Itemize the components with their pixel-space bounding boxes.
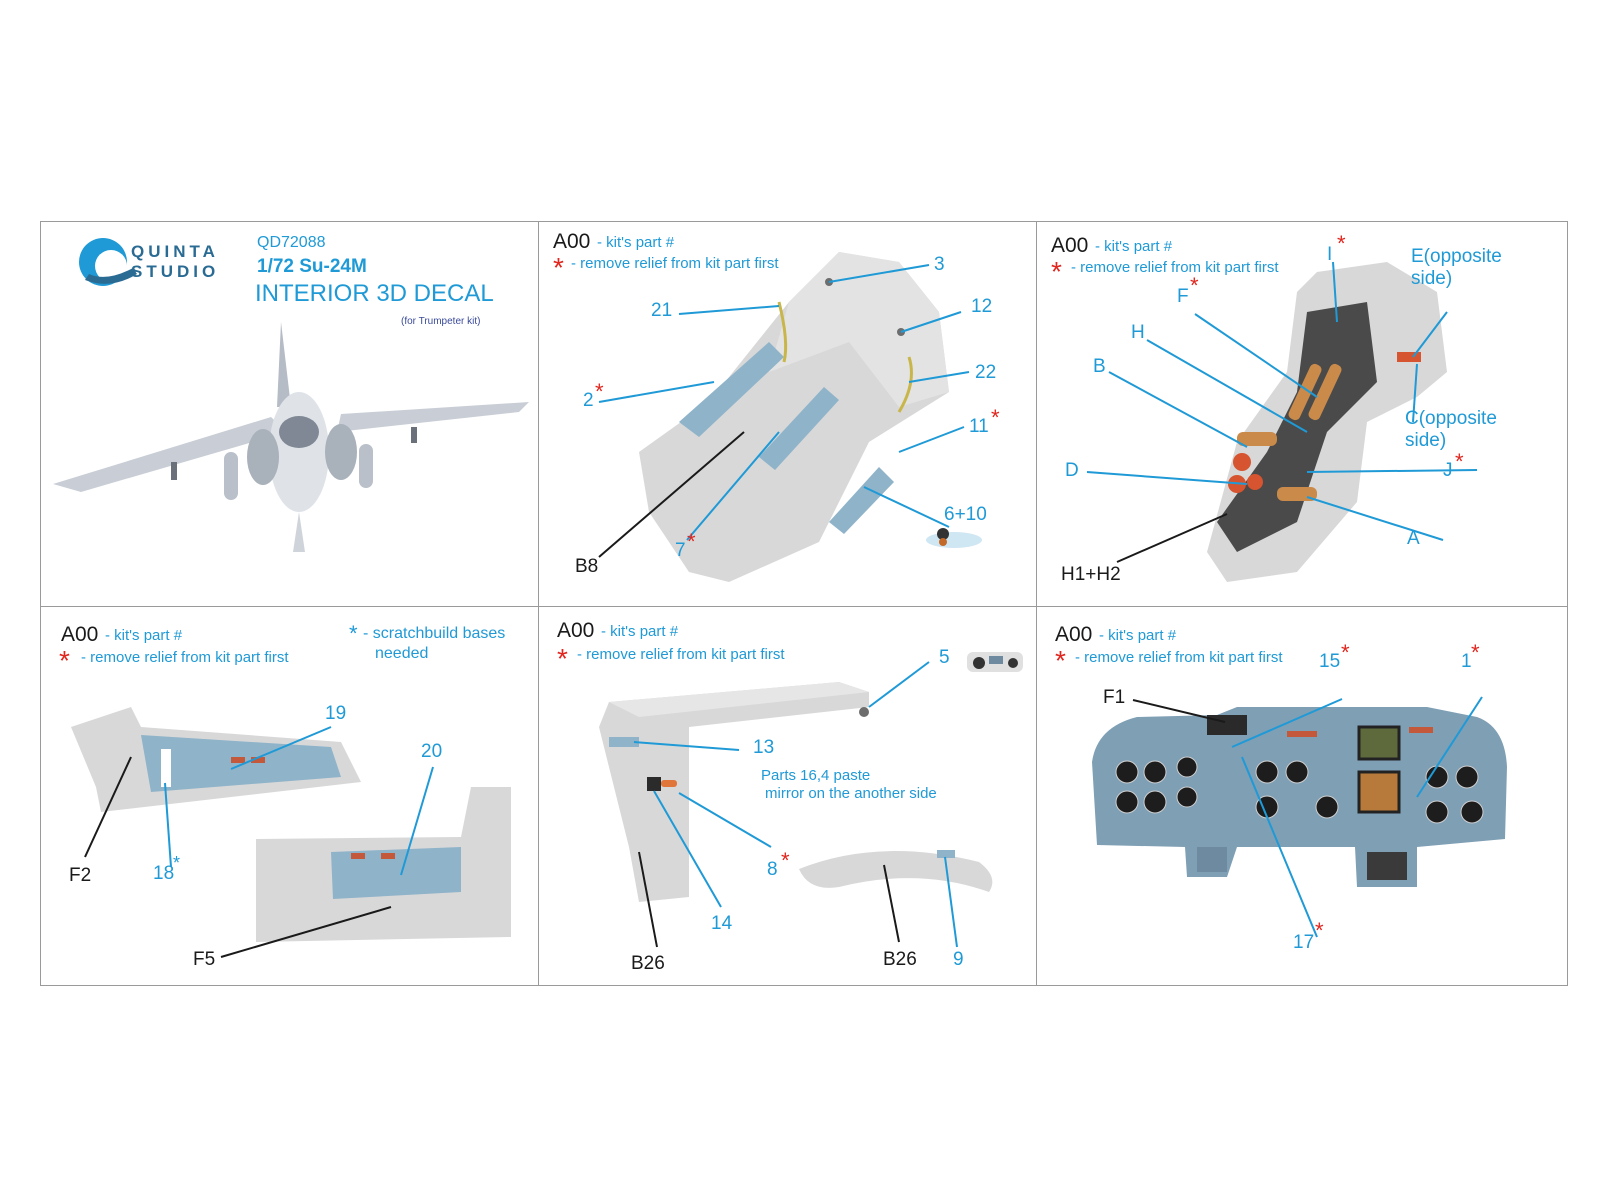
part-label-a: A: [1407, 528, 1420, 549]
legend-code: A00: [61, 623, 99, 646]
part-label-14: 14: [711, 913, 733, 934]
part-label-18: 18: [153, 863, 175, 884]
su24-aircraft-image: [53, 322, 529, 552]
part-11-star: *: [991, 405, 1000, 430]
legend-scratch-star: *: [349, 621, 358, 646]
part-label-1: 1: [1461, 651, 1472, 672]
legend-code: A00: [553, 230, 591, 253]
part-label-17: 17: [1293, 932, 1315, 953]
part-2-star: *: [595, 379, 604, 404]
part-label-c-line2: side): [1405, 430, 1447, 451]
cockpit-tub-art: [598, 252, 982, 582]
quinta-logo-icon: [79, 238, 137, 286]
product-scale-model: 1/72 Su-24M: [257, 256, 367, 277]
legend-code-desc: - kit's part #: [105, 627, 183, 644]
part-label-h: H: [1131, 322, 1145, 343]
side-consoles-art: [71, 707, 511, 958]
logo-and-aircraft-art: [53, 238, 529, 552]
part-label-9: 9: [953, 949, 964, 970]
part-label-6-10: 6+10: [944, 504, 987, 525]
part-label-2: 2: [583, 390, 594, 411]
brand-line2: STUDIO: [131, 262, 220, 281]
legend-code: A00: [1051, 234, 1089, 257]
ejection-seat-panel: A00 - kit's part # * - remove relief fro…: [1037, 222, 1569, 606]
side-consoles-panel: A00 - kit's part # * - remove relief fro…: [41, 607, 538, 987]
legend-star-desc: - remove relief from kit part first: [1071, 259, 1279, 276]
product-code: QD72088: [257, 234, 326, 251]
legend-star: *: [59, 645, 70, 676]
legend-code-desc: - kit's part #: [601, 623, 679, 640]
canopy-detail-thumbnail-icon: [967, 652, 1023, 672]
part-label-3: 3: [934, 254, 945, 275]
part-label-d: D: [1065, 460, 1079, 481]
part-label-c: C(opposite: [1405, 408, 1497, 429]
part-label-f: F: [1177, 286, 1189, 307]
part-label-11: 11: [969, 416, 989, 437]
part-1-star: *: [1471, 640, 1480, 665]
part-label-5: 5: [939, 647, 950, 668]
part-label-j: J: [1443, 460, 1453, 481]
legend-scratch-desc-line2: needed: [375, 645, 429, 662]
legend-star-desc: - remove relief from kit part first: [577, 646, 785, 663]
product-note: (for Trumpeter kit): [401, 316, 481, 327]
part-label-21: 21: [651, 300, 673, 321]
part-label-20: 20: [421, 741, 443, 762]
part-label-i: I: [1327, 244, 1333, 265]
legend-code-desc: - kit's part #: [1099, 627, 1177, 644]
kit-part-b26-frame: B26: [631, 953, 665, 974]
part-label-12: 12: [971, 296, 993, 317]
instruction-sheet: QUINTA STUDIO QD72088 1/72 Su-24M INTERI…: [40, 221, 1568, 986]
brand-line1: QUINTA: [131, 242, 219, 261]
part-18-scratch-star: *: [173, 853, 181, 873]
kit-part-f1: F1: [1103, 687, 1126, 708]
part-label-b: B: [1093, 356, 1106, 377]
part-label-7: 7: [675, 540, 686, 561]
product-title: INTERIOR 3D DECAL: [255, 280, 494, 307]
kit-part-b26-canopy: B26: [883, 949, 917, 970]
part-label-19: 19: [325, 703, 347, 724]
legend-scratch-desc-line1: - scratchbuild bases: [363, 625, 506, 642]
part-label-13: 13: [753, 737, 775, 758]
part-label-22: 22: [975, 362, 997, 383]
canopy-panel: A00 - kit's part # * - remove relief fro…: [539, 607, 1036, 987]
part-i-star: *: [1337, 231, 1346, 256]
part-label-e-line2: side): [1411, 268, 1453, 289]
legend-code: A00: [1055, 623, 1093, 646]
legend-code: A00: [557, 619, 595, 642]
kit-part-f5: F5: [193, 949, 216, 970]
part-label-8: 8: [767, 859, 778, 880]
kit-part-f2: F2: [69, 865, 92, 886]
gauge-thumbnail-icon: [926, 528, 982, 548]
part-7-star: *: [687, 529, 696, 554]
canopy-art: [599, 652, 1023, 948]
kit-part-h1h2: H1+H2: [1061, 564, 1121, 585]
legend-star: *: [553, 252, 564, 283]
canopy-note-line1: Parts 16,4 paste: [761, 767, 871, 784]
cockpit-tub-panel: A00 - kit's part # * - remove relief fro…: [539, 222, 1036, 606]
legend-star: *: [1051, 256, 1062, 287]
dashboard-panel: A00 - kit's part # * - remove relief fro…: [1037, 607, 1569, 987]
legend-code-desc: - kit's part #: [597, 234, 675, 251]
legend-star-desc: - remove relief from kit part first: [571, 255, 779, 272]
part-17-star: *: [1315, 918, 1324, 943]
part-label-e: E(opposite: [1411, 246, 1502, 267]
dashboard-art: [1092, 696, 1507, 938]
legend-star-desc: - remove relief from kit part first: [81, 649, 289, 666]
kit-part-b8: B8: [575, 556, 599, 577]
part-15-star: *: [1341, 640, 1350, 665]
legend-star: *: [1055, 645, 1066, 676]
part-f-star: *: [1190, 273, 1199, 298]
part-8-star: *: [781, 848, 790, 873]
title-panel: QUINTA STUDIO QD72088 1/72 Su-24M INTERI…: [41, 222, 538, 606]
legend-star: *: [557, 643, 568, 674]
ejection-seat-art: [1086, 261, 1478, 582]
canopy-note-line2: mirror on the another side: [765, 785, 937, 802]
part-label-15: 15: [1319, 651, 1341, 672]
part-j-star: *: [1455, 449, 1464, 474]
legend-star-desc: - remove relief from kit part first: [1075, 649, 1283, 666]
legend-code-desc: - kit's part #: [1095, 238, 1173, 255]
